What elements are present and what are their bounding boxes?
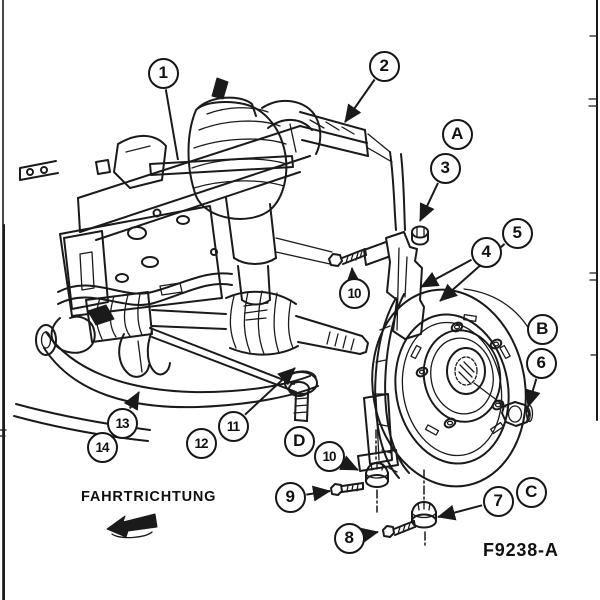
leader-line-2 [344,78,376,123]
steering-knuckle [363,231,425,340]
page-border-right [588,0,598,421]
callout-1: 1 [147,57,179,89]
cv-axle [85,290,369,356]
leader-line-9 [306,485,331,502]
callout-6: 6 [525,347,557,379]
fastener-bolt-10-upper [328,248,367,267]
callout-9: 9 [274,481,306,513]
leader-line-10 [339,455,359,471]
callout-2: 2 [368,50,400,82]
leader-line-6 [525,378,541,408]
callout-D: D [283,425,315,457]
leader-line-8 [359,527,379,544]
callout-10-upper: 10 [338,277,370,309]
callout-4: 4 [470,236,502,268]
leader-line-13 [123,391,140,411]
callout-8: 8 [333,522,365,554]
callout-3: 3 [429,152,461,184]
brake-hose [50,272,233,354]
callout-13: 13 [106,407,138,439]
figure-code: F9238-A [483,540,559,560]
callout-C: C [515,476,547,508]
spring-strut-assembly [95,77,333,321]
callout-B: B [526,313,558,345]
wheel-hub [415,321,507,429]
leader-line-11 [244,367,296,416]
page-border-left [0,0,7,600]
direction-arrow-icon [106,513,158,539]
fastener-bolt-8 [382,520,416,538]
callout-14: 14 [86,431,118,463]
callout-12: 12 [185,427,217,459]
fastener-bolt-9 [330,482,364,496]
leader-line-7 [437,504,483,521]
fastener-castle-nut-10-lower [365,461,389,488]
callout-A: A [441,118,473,150]
leader-line-10 [345,267,362,286]
centerline-dashdot [375,429,426,549]
callout-7: 7 [482,485,514,517]
direction-label: FAHRTRICHTUNG [81,489,217,505]
callout-10-lower: 10 [313,440,345,472]
leader-line-1 [164,89,179,161]
leader-line-3 [419,182,439,222]
callout-11: 11 [217,410,249,442]
callout-5: 5 [501,217,533,249]
frame-rail [19,111,406,326]
fastener-nut-3 [411,225,429,246]
leader-line-4 [420,258,472,288]
